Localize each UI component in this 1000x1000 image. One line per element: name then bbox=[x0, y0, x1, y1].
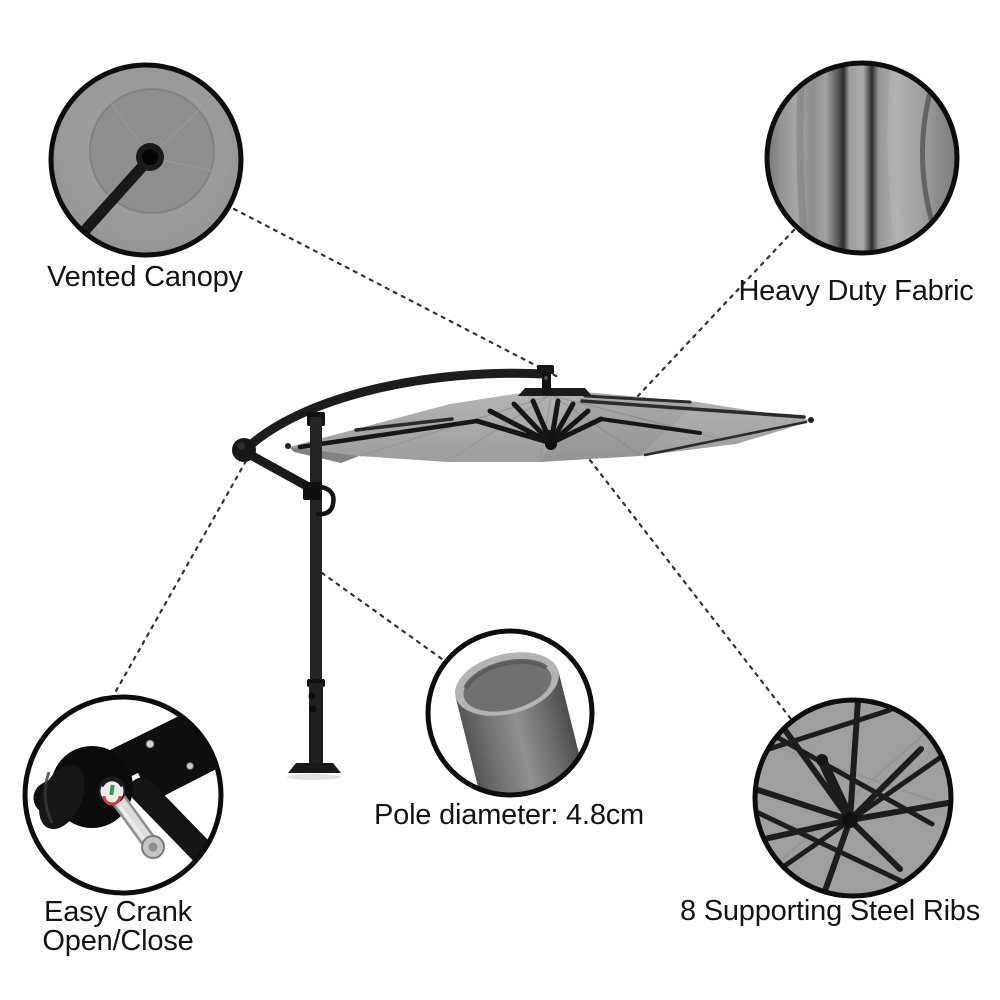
rib-fan bbox=[297, 398, 702, 450]
canopy-top-rib-lines bbox=[354, 394, 808, 457]
steel-ribs-label: 8 Supporting Steel Ribs bbox=[679, 895, 981, 927]
pole-diameter-circle-border bbox=[425, 628, 595, 798]
support-strut bbox=[242, 448, 319, 495]
vented-canopy-photo bbox=[51, 65, 241, 255]
canopy-peak-cap bbox=[518, 388, 592, 396]
canopy-shade-panel bbox=[540, 392, 697, 462]
connector-easy-crank bbox=[114, 459, 248, 693]
easy-crank-label-line1: Easy Crank bbox=[44, 896, 192, 928]
open-close-indicator bbox=[98, 776, 126, 806]
pole-upper bbox=[310, 417, 322, 683]
callout-connector-lines bbox=[114, 207, 796, 721]
crank-handle bbox=[315, 484, 336, 517]
elbow-joint-knob bbox=[232, 438, 256, 462]
base-plate bbox=[288, 763, 341, 773]
steel-ribs-photo bbox=[755, 700, 951, 896]
canopy-underside-wedge bbox=[289, 447, 359, 463]
connector-pole-diameter bbox=[320, 571, 444, 661]
easy-crank-label-line2: Open/Close bbox=[42, 925, 194, 957]
pole-knob-upper bbox=[308, 692, 316, 700]
crank-housing bbox=[303, 482, 322, 500]
steel-ribs-circle-border bbox=[752, 697, 954, 899]
heavy-duty-fabric-label: Heavy Duty Fabric bbox=[738, 275, 974, 307]
connector-vented-canopy bbox=[232, 207, 562, 380]
easy-crank-label: Easy Crank Open/Close bbox=[42, 898, 193, 956]
elbow-highlight bbox=[237, 442, 245, 450]
heavy-duty-fabric-callout bbox=[764, 60, 960, 256]
connector-steel-ribs bbox=[577, 444, 793, 721]
heavy-duty-fabric-photo bbox=[767, 63, 957, 253]
vented-canopy-callout bbox=[48, 62, 244, 258]
vented-canopy-label: Vented Canopy bbox=[47, 261, 243, 293]
arm-apex-connector bbox=[542, 371, 551, 395]
apex-bolt bbox=[544, 376, 548, 380]
steel-ribs-callout bbox=[752, 697, 954, 899]
heavy-duty-fabric-circle-border bbox=[764, 60, 960, 256]
base-shadow bbox=[287, 774, 341, 780]
connector-heavy-duty bbox=[635, 228, 796, 399]
umbrella-illustration bbox=[232, 365, 814, 780]
canopy-right-tip bbox=[808, 417, 814, 423]
cantilever-arm bbox=[239, 368, 551, 456]
easy-crank-circle-border bbox=[22, 694, 224, 896]
hub-stem bbox=[546, 430, 556, 445]
pole-diameter-label: Pole diameter: 4.8cm bbox=[373, 799, 645, 831]
pole-lower bbox=[309, 683, 323, 770]
pole-knob-lower bbox=[309, 705, 317, 713]
easy-crank-callout bbox=[22, 694, 224, 896]
rib-hub bbox=[545, 438, 557, 450]
easy-crank-photo bbox=[25, 697, 221, 893]
canopy-left-tip bbox=[285, 443, 291, 449]
vented-canopy-circle-border bbox=[48, 62, 244, 258]
